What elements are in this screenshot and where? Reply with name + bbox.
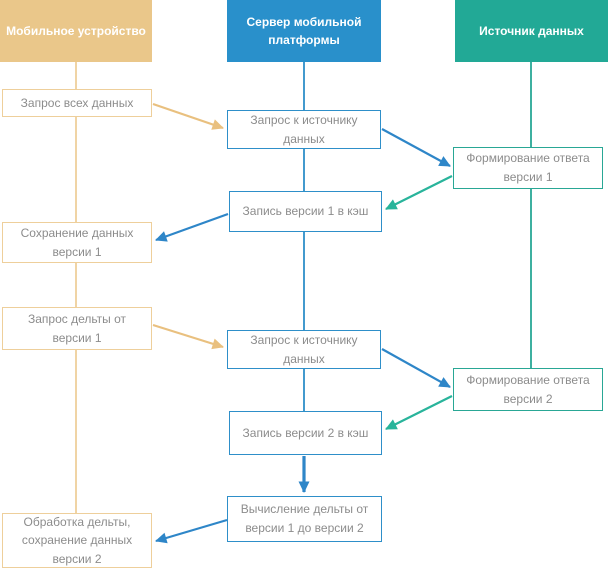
lane-header-label: Источник данных xyxy=(479,24,584,38)
lane-header-label: Сервер мобильной платформы xyxy=(246,15,362,47)
arrow-compute-delta-to-process-delta xyxy=(155,518,228,544)
node-label: Формирование ответа версии 1 xyxy=(466,151,590,184)
node-label: Формирование ответа версии 2 xyxy=(466,372,590,406)
node-label: Запись версии 2 в кэш xyxy=(242,425,369,440)
node-label: Запрос дельты от версии 1 xyxy=(27,311,127,345)
node-compute-delta-v1-v2: Вычисление дельты от версии 1 до версии … xyxy=(227,496,382,542)
lane-header-mobile-platform-server: Сервер мобильной платформы xyxy=(227,0,381,62)
lane-header-label: Мобильное устройство xyxy=(6,24,146,38)
node-request-to-source-2: Запрос к источнику данных xyxy=(227,330,381,369)
node-save-data-v1: Сохранение данных версии 1 xyxy=(2,222,152,263)
node-label: Сохранение данных версии 1 xyxy=(20,225,134,259)
node-request-to-source-1: Запрос к источнику данных xyxy=(227,110,381,149)
node-label: Запрос к источнику данных xyxy=(250,112,358,146)
lane-header-data-source: Источник данных xyxy=(455,0,608,62)
node-label: Обработка дельты, сохранение данных верс… xyxy=(21,514,133,566)
arrow-response-2-to-cache-write-2 xyxy=(385,395,453,430)
node-label: Запрос всех данных xyxy=(20,95,134,110)
node-label: Вычисление дельты от версии 1 до версии … xyxy=(240,502,369,535)
arrow-response-1-to-cache-write-1 xyxy=(385,175,453,210)
node-label: Запись версии 1 в кэш xyxy=(242,204,369,219)
arrow-delta-request-to-source-request-2 xyxy=(152,323,224,350)
node-label: Запрос к источнику данных xyxy=(250,332,358,366)
node-process-delta-save-v2: Обработка дельты, сохранение данных верс… xyxy=(2,513,152,568)
arrow-source-request-1-to-response-1 xyxy=(381,128,451,167)
arrow-source-request-2-to-response-2 xyxy=(381,348,451,388)
node-form-response-v2: Формирование ответа версии 2 xyxy=(453,368,603,411)
lane-header-mobile-device: Мобильное устройство xyxy=(0,0,152,62)
node-write-v2-to-cache: Запись версии 2 в кэш xyxy=(229,411,382,455)
node-request-all-data: Запрос всех данных xyxy=(2,89,152,117)
arrow-cache-write-1-to-save-v1 xyxy=(155,212,229,242)
node-request-delta-from-v1: Запрос дельты от версии 1 xyxy=(2,307,152,350)
node-write-v1-to-cache: Запись версии 1 в кэш xyxy=(229,191,382,232)
node-form-response-v1: Формирование ответа версии 1 xyxy=(453,147,603,189)
arrow-request-all-to-source-request-1 xyxy=(152,102,224,130)
